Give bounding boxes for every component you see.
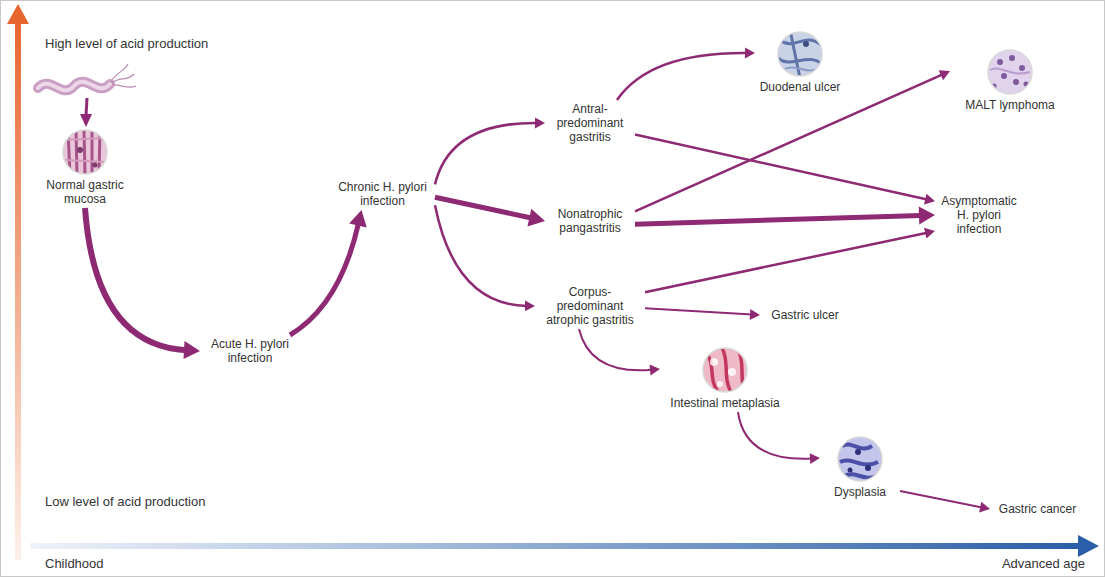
- node-text: Chronic H. pylori infection: [333, 180, 432, 208]
- stage-node: Acute H. pylori infection: [200, 335, 300, 367]
- arrow-line: [579, 329, 652, 370]
- progression-arrow: [85, 208, 200, 359]
- stage-node: Asymptomatic H. pylori infection: [935, 192, 1023, 238]
- progression-arrow: [645, 228, 935, 292]
- progression-arrow: [290, 210, 367, 335]
- stage-node: Chronic H. pylori infection: [330, 178, 435, 210]
- histology-image: [775, 29, 825, 79]
- node-text: Gastric cancer: [993, 502, 1082, 516]
- stage-node: Nonatrophic pangastritis: [545, 205, 635, 237]
- arrow-line: [617, 53, 747, 100]
- arrow-line: [85, 208, 186, 350]
- arrow-head: [527, 209, 545, 227]
- stage-node: Intestinal metaplasia: [660, 346, 790, 412]
- arrow-head: [184, 341, 200, 359]
- arrow-head: [924, 228, 935, 239]
- node-text: Gastric ulcer: [763, 308, 847, 322]
- stage-node: Duodenal ulcer: [755, 30, 845, 96]
- axis-label: High level of acid production: [45, 36, 208, 51]
- progression-arrow: [645, 308, 760, 320]
- node-text: Antral-predominant gastritis: [548, 102, 632, 144]
- stage-node: Gastric cancer: [990, 500, 1085, 518]
- stage-node: Antral-predominant gastritis: [545, 100, 635, 146]
- arrow-head: [535, 117, 545, 128]
- histology-image: [835, 434, 885, 484]
- arrow-line: [645, 233, 927, 292]
- stage-node: MALT lymphoma: [950, 48, 1070, 114]
- progression-arrow: [635, 70, 950, 211]
- stage-node: Dysplasia: [820, 435, 900, 501]
- node-text: Corpus-predominant atrophic gastritis: [538, 285, 642, 327]
- progression-arrow: [435, 205, 535, 311]
- node-text: Normal gastric mucosa: [38, 178, 132, 206]
- arrow-line: [635, 135, 927, 200]
- arrow-head: [924, 194, 935, 205]
- stage-node: Normal gastric mucosa: [35, 128, 135, 208]
- histology-image: [985, 47, 1035, 97]
- axis-label: Childhood: [45, 556, 104, 571]
- arrow-line: [635, 215, 921, 224]
- node-text: Dysplasia: [823, 485, 897, 499]
- progression-arrow: [579, 329, 660, 375]
- axis-label: Low level of acid production: [45, 494, 205, 509]
- node-text: MALT lymphoma: [953, 98, 1067, 112]
- node-text: Asymptomatic H. pylori infection: [938, 194, 1020, 236]
- arrow-head: [979, 502, 990, 513]
- arrow-head: [810, 453, 820, 464]
- age-axis-arrow: [30, 535, 1099, 557]
- arrow-line: [435, 197, 531, 218]
- node-text: Intestinal metaplasia: [663, 396, 787, 410]
- progression-arrow: [635, 206, 935, 224]
- arrow-line: [435, 123, 537, 184]
- arrow-head: [525, 300, 535, 311]
- node-text: Duodenal ulcer: [758, 80, 842, 94]
- progression-arrow: [435, 117, 545, 184]
- stage-node: Corpus-predominant atrophic gastritis: [535, 283, 645, 329]
- histology-image: [700, 345, 750, 395]
- progression-arrow: [900, 491, 990, 512]
- bacterium-illustration: [38, 64, 136, 127]
- arrow-head: [750, 309, 760, 320]
- arrow-line: [635, 74, 943, 211]
- arrow-head: [349, 210, 367, 228]
- node-text: Nonatrophic pangastritis: [548, 207, 632, 235]
- arrow-head: [919, 206, 935, 224]
- progression-arrow: [617, 47, 755, 100]
- arrow-line: [900, 491, 982, 507]
- arrow-line: [290, 224, 358, 335]
- histology-image: [60, 127, 110, 177]
- arrow-head: [745, 47, 755, 58]
- arrow-line: [645, 308, 752, 314]
- progression-arrow: [435, 197, 545, 226]
- progression-arrow: [738, 412, 820, 464]
- arrow-line: [435, 205, 527, 306]
- stage-node: Gastric ulcer: [760, 306, 850, 324]
- arrow-head: [650, 364, 660, 375]
- arrow-line: [738, 412, 812, 459]
- arrow-head: [939, 70, 950, 80]
- acid-axis-arrow: [7, 4, 29, 560]
- node-text: Acute H. pylori infection: [203, 337, 297, 365]
- axis-label: Advanced age: [1002, 556, 1085, 571]
